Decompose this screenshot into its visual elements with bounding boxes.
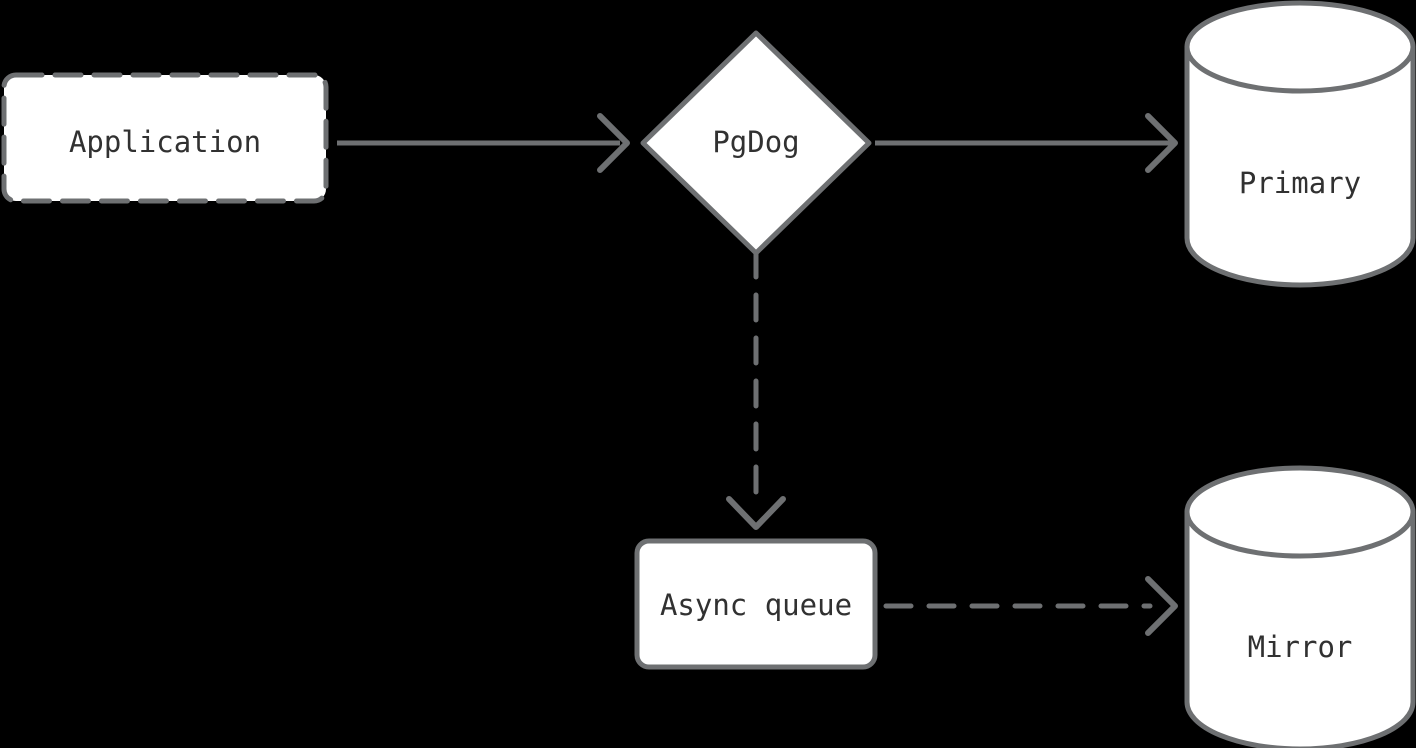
- pgdog-label: PgDog: [712, 125, 799, 159]
- mirror-label: Mirror: [1248, 630, 1353, 664]
- application-box[interactable]: [1, 72, 329, 204]
- node-application[interactable]: Application: [1, 72, 329, 204]
- node-pgdog[interactable]: PgDog: [640, 30, 872, 256]
- mirror-cylinder-top: [1184, 465, 1416, 559]
- application-label: Application: [69, 125, 261, 159]
- async-queue-box[interactable]: [634, 538, 878, 670]
- arrowhead-open-chevron: [597, 113, 630, 173]
- node-primary[interactable]: Primary: [1184, 0, 1416, 288]
- mirror-cylinder-body[interactable]: [1184, 509, 1416, 748]
- node-async-queue[interactable]: Async queue: [634, 538, 878, 670]
- primary-cylinder-top: [1184, 0, 1416, 94]
- node-mirror[interactable]: Mirror: [1184, 465, 1416, 748]
- arrowhead-open-chevron: [726, 496, 786, 530]
- arrowhead-open-chevron: [1145, 576, 1178, 636]
- async-queue-label: Async queue: [660, 588, 852, 622]
- edge-application-to-pgdog: [337, 113, 630, 173]
- edge-pgdog-to-async-queue: [726, 249, 786, 530]
- arrowhead-open-chevron: [1145, 113, 1178, 173]
- edge-async-queue-to-mirror: [883, 576, 1178, 636]
- primary-label: Primary: [1239, 166, 1361, 200]
- primary-cylinder-body[interactable]: [1184, 44, 1416, 288]
- pgdog-diamond[interactable]: [640, 30, 872, 256]
- edge-pgdog-to-primary: [875, 113, 1178, 173]
